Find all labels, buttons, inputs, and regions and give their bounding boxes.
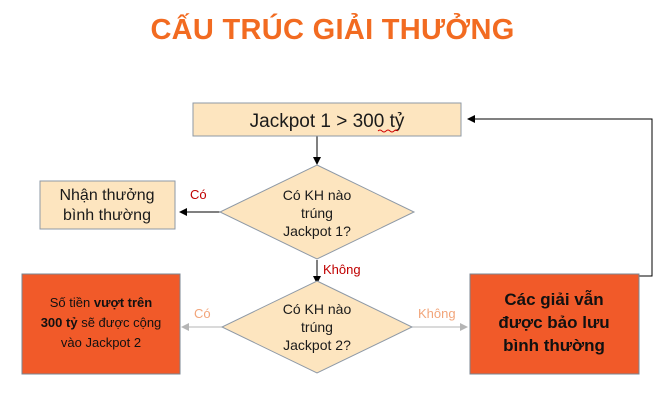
jackpot-node: Jackpot 1 > 300 tỷ [192, 102, 462, 137]
spellcheck-squiggle [377, 129, 399, 133]
question-1-line-2: trúng [301, 205, 333, 221]
question-2-line-3: Jackpot 2? [283, 337, 351, 353]
edge-labels: Có Không Có Không [190, 187, 456, 321]
jackpot-label: Jackpot 1 > 300 tỷ [250, 111, 405, 132]
kept-node: Các giải vẫn được bảo lưu bình thường [469, 273, 640, 375]
label-q1-no: Không [323, 262, 361, 277]
question-2-line-2: trúng [301, 319, 333, 335]
page-title: CẤU TRÚC GIẢI THƯỞNG [150, 14, 515, 46]
question-2-line-1: Có KH nào [283, 301, 352, 317]
question-1-line-1: Có KH nào [283, 187, 352, 203]
question-1-node: Có KH nào trúng Jackpot 1? [218, 164, 416, 260]
label-q1-yes: Có [190, 187, 207, 202]
label-q2-no: Không [418, 306, 456, 321]
amount-line-1-prefix: Số tiền [50, 295, 94, 310]
label-q2-yes: Có [194, 306, 211, 321]
question-1-line-3: Jackpot 1? [283, 223, 351, 239]
normal-prize-line-2: bình thường [63, 207, 151, 224]
amount-line-1: Số tiền vượt trên [50, 295, 153, 310]
normal-prize-line-1: Nhận thưởng [59, 187, 154, 204]
question-2-node: Có KH nào trúng Jackpot 2? [220, 280, 414, 374]
amount-line-1-bold: vượt trên [94, 295, 152, 310]
amount-line-3: vào Jackpot 2 [61, 335, 141, 350]
kept-line-3: bình thường [503, 336, 605, 355]
amount-node: Số tiền vượt trên 300 tỷ sẽ được cộng và… [21, 273, 181, 375]
edge-loop-back [467, 115, 653, 277]
kept-line-1: Các giải vẫn [504, 290, 603, 309]
amount-line-2-rest: sẽ được cộng [78, 315, 162, 330]
normal-prize-node: Nhận thưởng bình thường [39, 180, 176, 230]
kept-line-2: được bảo lưu [498, 313, 609, 332]
amount-line-2: 300 tỷ sẽ được cộng [41, 315, 162, 330]
connectors [179, 115, 653, 331]
amount-line-2-bold: 300 tỷ [41, 315, 79, 330]
